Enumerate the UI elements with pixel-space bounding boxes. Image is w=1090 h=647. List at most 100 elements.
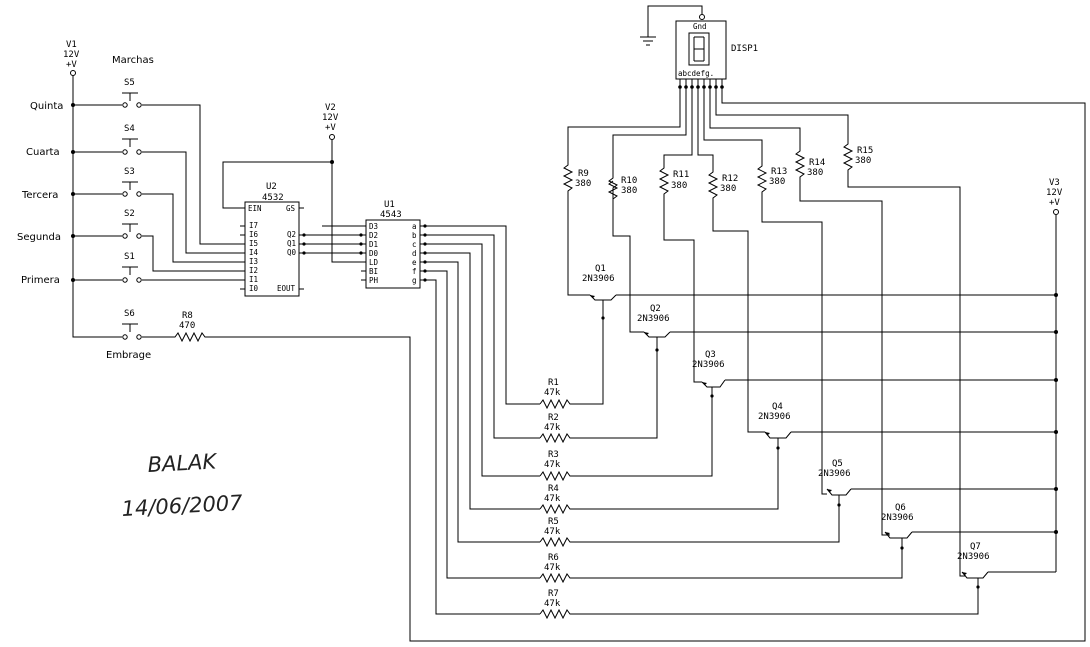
svg-text:12V: 12V xyxy=(63,50,80,60)
svg-text:Q5: Q5 xyxy=(832,459,843,469)
u2-to-u1-bus xyxy=(299,225,366,254)
svg-text:+V: +V xyxy=(1049,198,1060,208)
switch-s6: S6 xyxy=(122,309,142,340)
svg-text:2N3906: 2N3906 xyxy=(582,274,615,284)
svg-text:R8: R8 xyxy=(182,311,193,321)
switch-s4: S4 xyxy=(122,124,142,155)
svg-text:GS: GS xyxy=(286,204,296,213)
svg-text:Q0: Q0 xyxy=(287,248,297,257)
svg-text:LD: LD xyxy=(369,258,379,267)
svg-text:380: 380 xyxy=(671,181,687,191)
quinta-label: Quinta xyxy=(30,101,63,112)
svg-text:4543: 4543 xyxy=(380,210,402,220)
svg-text:I1: I1 xyxy=(249,275,258,284)
svg-text:380: 380 xyxy=(769,177,785,187)
svg-text:+V: +V xyxy=(66,60,77,70)
svg-text:U2: U2 xyxy=(266,182,277,192)
svg-text:Gnd: Gnd xyxy=(693,22,707,31)
svg-text:e: e xyxy=(412,258,417,267)
svg-text:I3: I3 xyxy=(249,257,258,266)
svg-text:47k: 47k xyxy=(544,527,561,537)
embrage-label: Embrage xyxy=(106,350,151,361)
svg-text:47k: 47k xyxy=(544,460,561,470)
switch-s1: S1 xyxy=(122,252,142,283)
svg-text:R5: R5 xyxy=(548,517,559,527)
display-segment-wires xyxy=(567,89,849,160)
svg-text:S2: S2 xyxy=(124,209,135,219)
svg-text:R4: R4 xyxy=(548,484,559,494)
svg-text:R3: R3 xyxy=(548,450,559,460)
primera-label: Primera xyxy=(21,275,60,286)
switch-s5: S5 xyxy=(122,78,142,108)
svg-text:S3: S3 xyxy=(124,167,135,177)
svg-text:BI: BI xyxy=(369,267,378,276)
switch-to-u2-wires xyxy=(142,104,245,281)
svg-text:47k: 47k xyxy=(544,494,561,504)
svg-text:47k: 47k xyxy=(544,563,561,573)
svg-text:I4: I4 xyxy=(249,248,259,257)
svg-text:g: g xyxy=(412,276,417,285)
svg-text:f: f xyxy=(412,267,417,276)
svg-text:380: 380 xyxy=(720,184,736,194)
svg-text:R12: R12 xyxy=(722,174,738,184)
svg-text:U1: U1 xyxy=(384,200,395,210)
svg-text:R6: R6 xyxy=(548,553,559,563)
svg-text:2N3906: 2N3906 xyxy=(818,469,851,479)
svg-text:380: 380 xyxy=(855,156,871,166)
display-pins xyxy=(679,79,723,89)
svg-text:470: 470 xyxy=(179,321,195,331)
svg-text:D3: D3 xyxy=(369,222,378,231)
svg-text:b: b xyxy=(412,231,417,240)
svg-text:R13: R13 xyxy=(771,167,787,177)
svg-text:2N3906: 2N3906 xyxy=(692,360,725,370)
svg-text:2N3906: 2N3906 xyxy=(637,314,670,324)
switch-s3: S3 xyxy=(122,167,142,197)
signature-date: 14/06/2007 xyxy=(121,491,244,521)
svg-text:I2: I2 xyxy=(249,266,258,275)
svg-text:12V: 12V xyxy=(322,113,339,123)
svg-text:EIN: EIN xyxy=(248,204,262,213)
svg-text:V1: V1 xyxy=(66,40,77,50)
cuarta-label: Cuarta xyxy=(26,147,60,158)
svg-text:I7: I7 xyxy=(249,221,258,230)
svg-text:D1: D1 xyxy=(369,240,378,249)
svg-text:DISP1: DISP1 xyxy=(731,44,758,54)
svg-text:S4: S4 xyxy=(124,124,135,134)
marchas-label: Marchas xyxy=(112,55,154,66)
svg-text:Q4: Q4 xyxy=(772,402,783,412)
svg-text:R1: R1 xyxy=(548,378,559,388)
svg-text:V3: V3 xyxy=(1049,178,1060,188)
svg-text:R10: R10 xyxy=(621,176,637,186)
svg-text:R7: R7 xyxy=(548,589,559,599)
svg-text:Q1: Q1 xyxy=(595,264,606,274)
svg-text:Q2: Q2 xyxy=(650,304,661,314)
segunda-label: Segunda xyxy=(17,232,61,243)
svg-text:2N3906: 2N3906 xyxy=(758,412,791,422)
svg-text:2N3906: 2N3906 xyxy=(881,513,914,523)
svg-text:D2: D2 xyxy=(369,231,378,240)
svg-text:Q2: Q2 xyxy=(287,230,296,239)
ic-u2: U2 4532 EIN GS I7 I6 I5 I4 I3 I2 I1 I0 E… xyxy=(240,182,304,297)
display-disp1: Gnd abcdefg. DISP1 xyxy=(675,20,758,80)
v1-rail xyxy=(72,76,122,338)
svg-text:R15: R15 xyxy=(857,146,873,156)
svg-text:Q7: Q7 xyxy=(970,542,981,552)
signature-name: BALAK xyxy=(147,449,219,477)
svg-text:c: c xyxy=(412,240,417,249)
svg-text:4532: 4532 xyxy=(262,193,284,203)
svg-text:V2: V2 xyxy=(325,103,336,113)
supply-v3: V3 12V +V xyxy=(1046,178,1063,572)
